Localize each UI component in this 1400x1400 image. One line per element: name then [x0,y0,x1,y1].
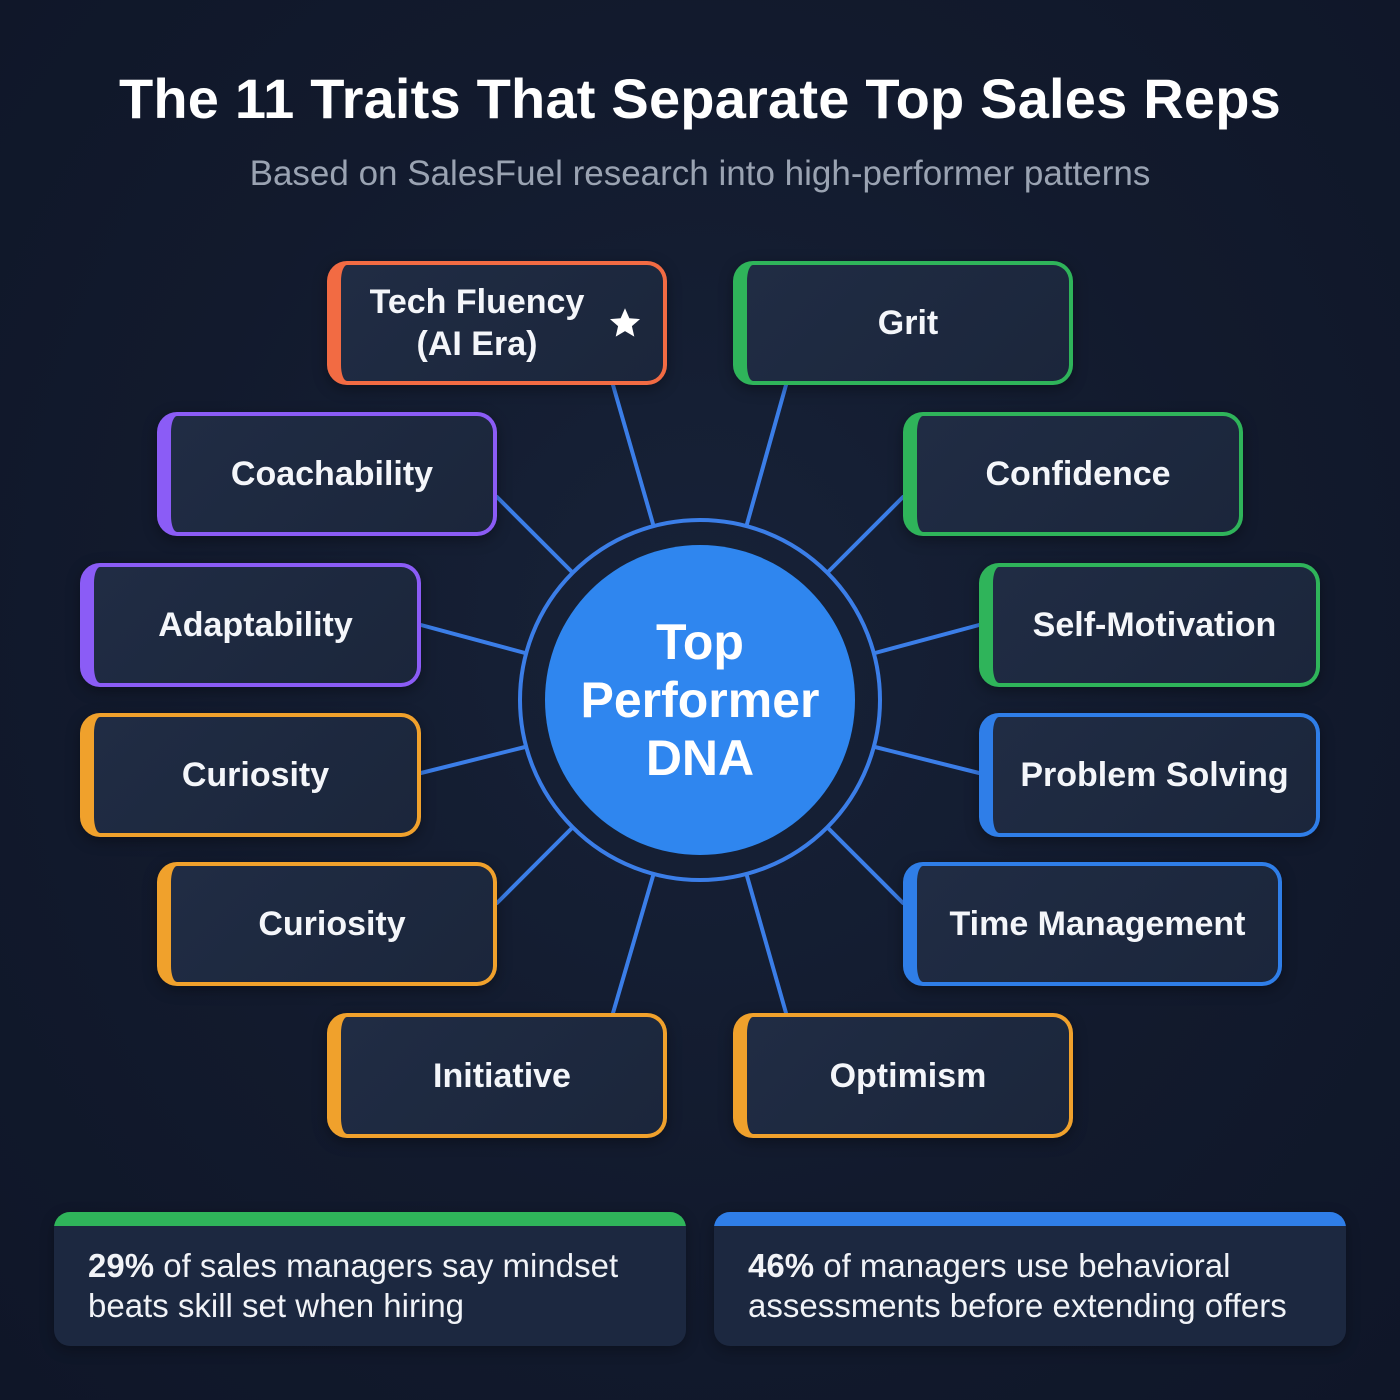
trait-label: Time Management [949,905,1246,943]
page-title: The 11 Traits That Separate Top Sales Re… [118,67,1281,130]
connector-self-motivation [873,623,981,655]
stat-card-mindset: 29% of sales managers say mindset beats … [54,1212,686,1346]
trait-card-grit: Grit [733,261,1073,385]
trait-label: Adaptability [158,606,353,644]
connector-curiosity-1 [419,745,527,775]
page-subtitle: Based on SalesFuel research into high-pe… [249,154,1151,193]
trait-card-self-motivation: Self-Motivation [979,563,1320,687]
connector-tech-fluency [611,383,655,526]
connector-confidence [826,495,905,574]
trait-card-curiosity-2: Curiosity [157,862,497,986]
trait-card-coachability: Coachability [157,412,497,536]
stat-body: of managers use behavioral assessments b… [748,1247,1287,1324]
stat-card-assessments: 46% of managers use behavioral assessmen… [714,1212,1346,1346]
connector-adaptability [419,623,527,655]
trait-label: Tech Fluency [369,283,585,321]
stat-highlight: 29% [88,1247,155,1284]
trait-card-initiative: Initiative [327,1013,667,1138]
connector-time-management [826,826,905,905]
hub-line-1: Top [656,614,744,670]
trait-label: Optimism [829,1056,987,1095]
trait-card-adaptability: Adaptability [80,563,421,687]
stat-highlight: 46% [748,1247,815,1284]
trait-card-confidence: Confidence [903,412,1243,536]
trait-label: Confidence [985,455,1171,493]
connector-coachability [495,495,574,574]
trait-card-curiosity-1: Curiosity [80,713,421,837]
hub-top-performer-dna: Top Performer DNA [545,545,855,855]
stat-body: of sales managers say mindset beats skil… [88,1247,619,1324]
trait-card-problem-solving: Problem Solving [979,713,1320,837]
trait-label: Coachability [230,455,434,493]
trait-label: Curiosity [258,905,406,943]
stat-text: 46% of managers use behavioral assessmen… [714,1226,1346,1326]
hub-line-3: DNA [645,730,755,786]
connector-initiative [611,874,655,1015]
connector-curiosity-2 [495,826,574,905]
stat-accent-bar [54,1212,686,1226]
trait-card-tech-fluency: Tech Fluency (AI Era) [327,261,667,385]
connector-grit [745,383,788,526]
trait-label: Initiative [433,1056,571,1095]
hub-line-2: Performer [580,672,820,728]
connector-optimism [745,874,788,1015]
trait-label: Problem Solving [1020,756,1289,794]
stat-text: 29% of sales managers say mindset beats … [54,1226,686,1326]
trait-card-optimism: Optimism [733,1013,1073,1138]
trait-card-time-management: Time Management [903,862,1282,986]
connector-problem-solving [873,745,981,775]
trait-label: Self-Motivation [1032,606,1277,644]
hub-outer-ring [518,518,882,882]
trait-label-secondary: (AI Era) [416,325,538,363]
trait-label: Grit [877,304,939,342]
trait-label: Curiosity [181,756,330,794]
stat-accent-bar [714,1212,1346,1226]
star-icon [610,308,640,337]
